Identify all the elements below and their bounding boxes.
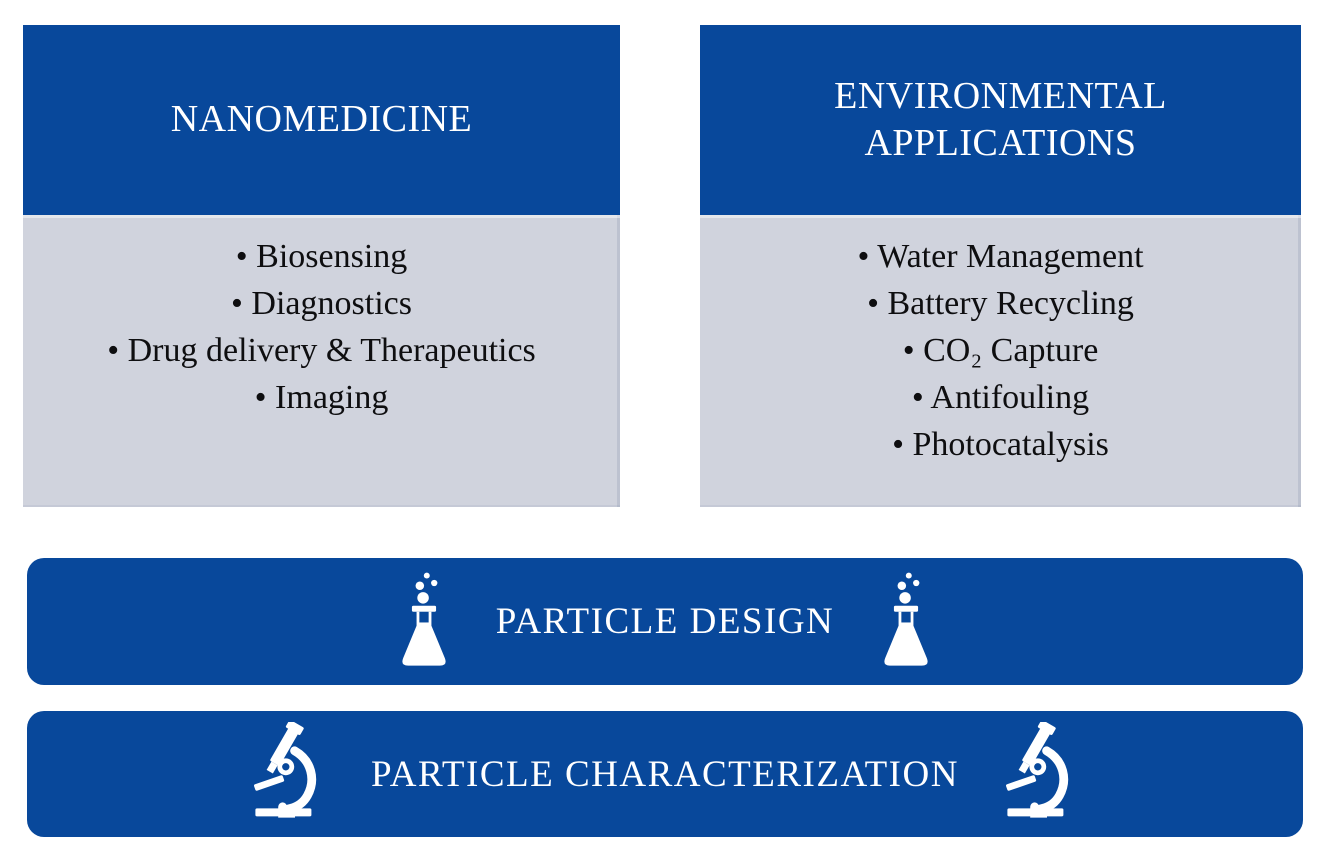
bar-particle-design: PARTICLE DESIGN xyxy=(27,558,1303,685)
bar-particle-design-label: PARTICLE DESIGN xyxy=(495,601,835,642)
box-environmental-applications: ENVIRONMENTAL APPLICATIONS • Water Manag… xyxy=(700,25,1301,507)
box-environmental-applications-header: ENVIRONMENTAL APPLICATIONS xyxy=(700,25,1301,215)
list-item: • Photocatalysis xyxy=(892,426,1109,463)
box-nanomedicine-header: NANOMEDICINE xyxy=(23,25,620,215)
list-item: • Drug delivery & Therapeutics xyxy=(107,332,536,369)
list-item: • Battery Recycling xyxy=(867,285,1134,322)
flask-icon xyxy=(876,570,936,674)
nanomedicine-bullet-list: • Biosensing • Diagnostics • Drug delivery… xyxy=(23,215,620,421)
list-item: • Antifouling xyxy=(911,379,1090,416)
flask-icon xyxy=(394,570,454,674)
list-item: • CO₂ Capture xyxy=(902,332,1099,369)
box-environmental-applications-title: ENVIRONMENTAL APPLICATIONS xyxy=(834,74,1167,165)
box-nanomedicine-title: NANOMEDICINE xyxy=(170,98,473,141)
microscope-icon xyxy=(249,722,329,826)
box-environmental-applications-body: • Water Management • Battery Recycling • C… xyxy=(700,215,1301,507)
list-item: • Water Management xyxy=(857,238,1144,275)
list-item: • Diagnostics xyxy=(231,285,412,322)
list-item: • Biosensing xyxy=(235,238,408,275)
microscope-icon xyxy=(1001,722,1081,826)
box-nanomedicine: NANOMEDICINE • Biosensing• Diagnostics• … xyxy=(23,25,620,507)
environmental-bullet-list: • Water Management • Battery Recycling • C… xyxy=(700,215,1301,468)
bar-particle-characterization: PARTICLE CHARACTERIZATION xyxy=(27,711,1303,837)
bar-particle-characterization-label: PARTICLE CHARACTERIZATION xyxy=(371,753,959,795)
box-nanomedicine-body: • Biosensing • Diagnostics • Drug delivery… xyxy=(23,215,620,507)
list-item: • Imaging xyxy=(254,379,389,416)
